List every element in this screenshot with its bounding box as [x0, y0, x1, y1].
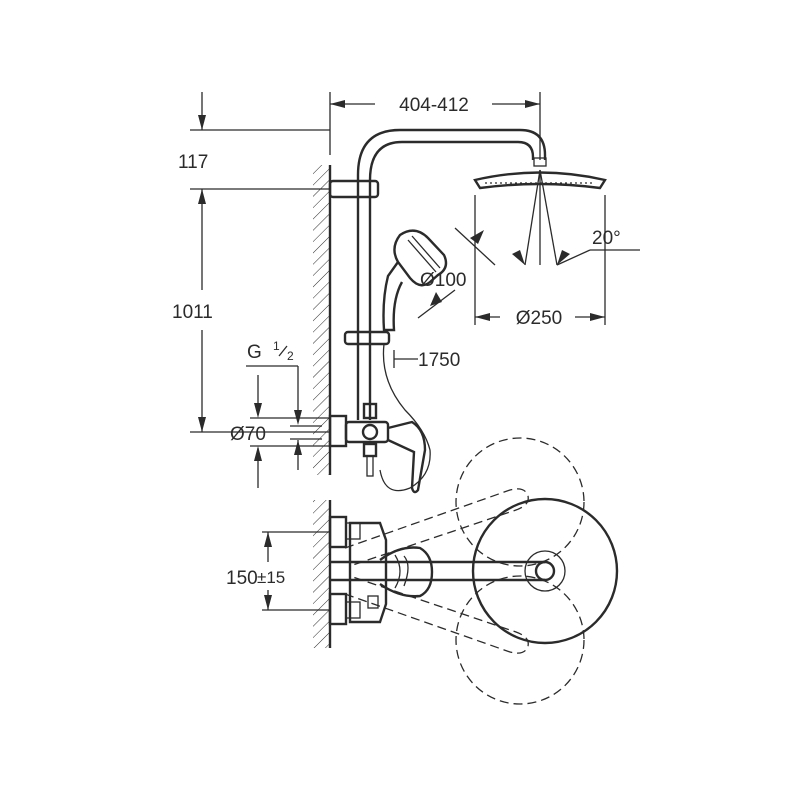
- hand-shower: [343, 229, 448, 492]
- mixer-side: [328, 402, 427, 494]
- height-label: 1011: [172, 302, 213, 323]
- dimension-hose-length: 1750: [393, 350, 460, 371]
- top-offset-label: 117: [178, 152, 208, 173]
- dimension-top-offset: 117: [178, 92, 330, 190]
- swivel-range: [344, 437, 585, 705]
- dimension-height: 1011: [172, 189, 330, 433]
- inlet-thread-numerator: 1: [273, 339, 280, 353]
- inlet-spacing-label: 150: [226, 568, 258, 589]
- riser-pipe: [328, 128, 547, 420]
- inlet-spacing-tolerance: ±15: [257, 568, 285, 587]
- wall-side-view: [313, 165, 332, 475]
- dimension-arm-reach: 404-412: [329, 92, 541, 160]
- dimension-hand-shower: Ø100: [417, 227, 496, 319]
- inlet-thread-label: G: [247, 342, 262, 363]
- top-view: [313, 437, 619, 705]
- dimension-head-angle: 20°: [512, 228, 640, 266]
- head-shower-side: [473, 157, 607, 266]
- side-view: [313, 128, 607, 494]
- arm-reach-label: 404-412: [399, 95, 469, 116]
- inlet-thread-denominator: 2: [287, 349, 294, 363]
- mixer-top: [328, 497, 619, 645]
- dimension-inlet-spacing: 150 ±15: [226, 531, 330, 611]
- hand-shower-label: Ø100: [420, 270, 466, 291]
- dimension-rosette: Ø70: [230, 375, 330, 488]
- wall-top-view: [313, 500, 332, 648]
- head-angle-label: 20°: [592, 228, 621, 249]
- dimension-head-shower: Ø250: [474, 195, 606, 329]
- rosette-label: Ø70: [230, 424, 266, 445]
- dimension-inlet-thread: G 1 2: [246, 339, 322, 470]
- head-shower-label: Ø250: [516, 308, 562, 329]
- hose-length-label: 1750: [418, 350, 460, 371]
